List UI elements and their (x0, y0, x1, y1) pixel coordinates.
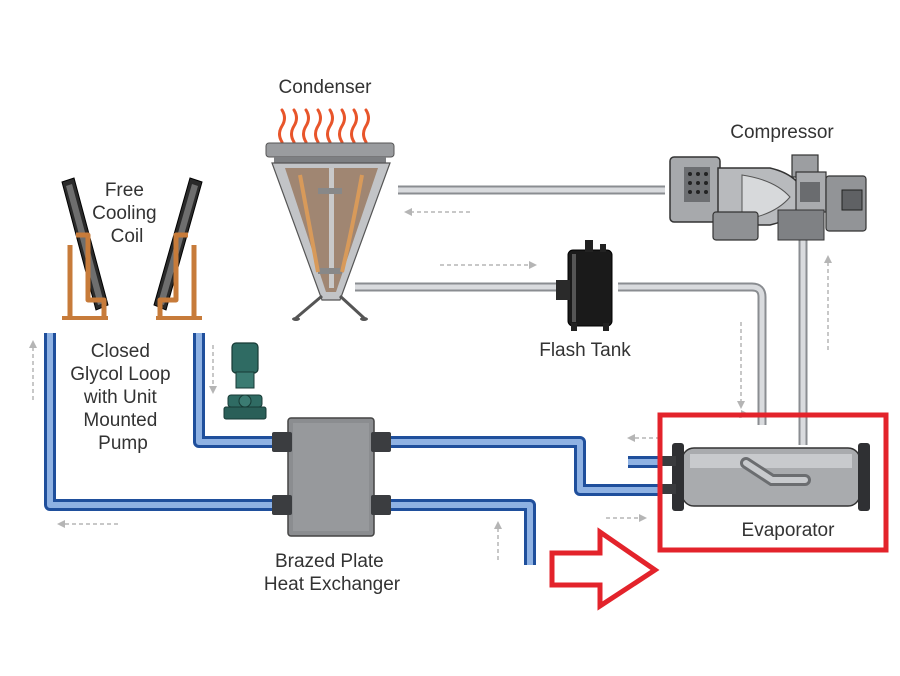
glycol-pipes (44, 333, 662, 565)
flash-tank-label: Flash Tank (539, 340, 631, 361)
free-cooling-coil-line-2: Cooling (92, 203, 156, 224)
evaporator-highlight: Evaporator (657, 412, 889, 553)
brazed-plate-heat-exchanger: Brazed Plate Heat Exchanger (264, 417, 401, 595)
svg-text:Brazed Plate Heat Exchan: Brazed Plate Heat Exchanger (264, 551, 401, 595)
svg-text:Free Cooling Coil: Free Cooling Coil (92, 180, 162, 247)
evaporator (662, 443, 870, 511)
coil-left (61, 177, 109, 320)
condenser: Condenser (265, 77, 395, 321)
closed-glycol-loop-label: Closed Glycol Loop with Unit Mounted Pum… (70, 341, 176, 454)
compressor: Compressor (669, 122, 867, 241)
pump-icon (223, 342, 267, 420)
arrow-right-icon (549, 527, 660, 611)
refrigerant-pipes (355, 185, 808, 445)
highlight-box (657, 412, 889, 553)
condenser-label: Condenser (279, 77, 373, 98)
evaporator-label: Evaporator (742, 520, 836, 541)
flame-icon (278, 108, 370, 144)
flash-tank: Flash Tank (539, 240, 631, 361)
bphe-label-line-2: Heat Exchanger (264, 574, 401, 595)
free-cooling-coil: Free Cooling Coil (61, 177, 203, 320)
coil-right (153, 177, 203, 320)
free-cooling-coil-line-3: Coil (111, 226, 144, 247)
free-cooling-coil-line-1: Free (105, 180, 144, 201)
compressor-label: Compressor (730, 122, 834, 143)
bphe-label-line-1: Brazed Plate (275, 551, 384, 572)
